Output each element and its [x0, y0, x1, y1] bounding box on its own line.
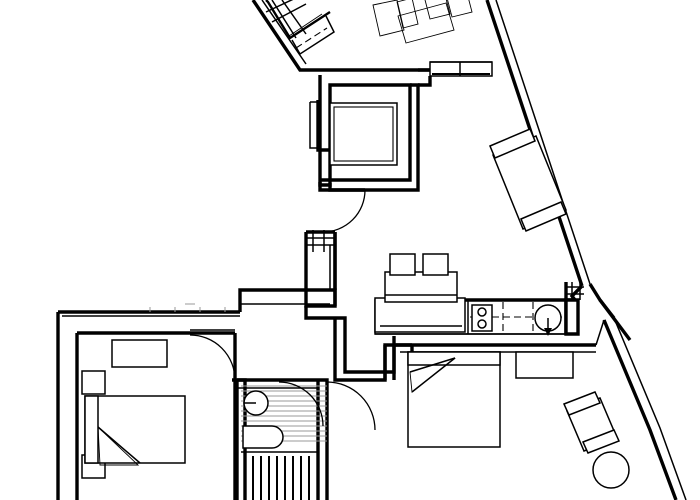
- round-table-right: [592, 451, 630, 489]
- bed-right: [407, 351, 501, 448]
- door-bedroom-left: [189, 334, 236, 381]
- bed-upper: [384, 253, 458, 303]
- kitchen-bench: [374, 297, 466, 333]
- dimension-ticks: [149, 303, 226, 312]
- sink: [534, 304, 562, 336]
- bath-toilet: [242, 425, 284, 449]
- exterior-wall-left: [56, 288, 337, 500]
- door-bathroom: [278, 381, 376, 431]
- terrace-chairs: [372, 0, 419, 37]
- terrace-railing-detail: [265, 0, 335, 56]
- bathroom-walls: [235, 378, 329, 500]
- terrace-table: [397, 2, 455, 44]
- bed-left: [84, 395, 186, 466]
- armchair-right: [562, 391, 621, 454]
- bath-washbasin: [243, 390, 269, 416]
- wardrobe-left: [111, 339, 168, 368]
- nightstand-left-top: [81, 370, 106, 395]
- cooktop: [471, 304, 493, 332]
- window-upper-right: [418, 61, 493, 87]
- terrace-chairs-second: [424, 0, 473, 20]
- kitchen-right-pillar: [564, 282, 584, 336]
- central-table: [329, 102, 398, 166]
- sofa-upper-right: [489, 128, 567, 232]
- wall-connectors: [329, 232, 605, 380]
- bath-shower: [241, 451, 318, 500]
- nightstand-right: [515, 351, 574, 379]
